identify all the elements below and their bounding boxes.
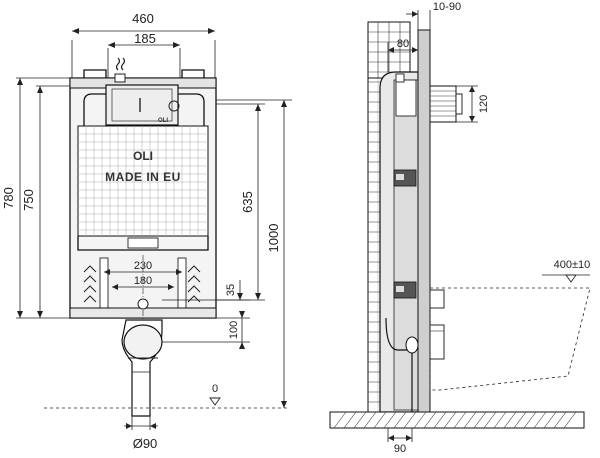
small-logo: OLI (158, 118, 168, 124)
flush-plate (429, 85, 457, 123)
floor (329, 411, 585, 429)
front-view: 460 185 (1, 11, 292, 451)
wc-bowl-outline (430, 287, 591, 391)
dim-750-label: 750 (21, 189, 36, 211)
dim-780-label: 780 (1, 187, 16, 209)
cistern-grid (77, 125, 209, 237)
made-in-eu-text: MADE IN EU (105, 170, 181, 184)
dim-460-label: 460 (132, 11, 154, 26)
dim-10-90-label: 10-90 (433, 1, 461, 13)
dim-120-label: 120 (478, 95, 490, 113)
dim-400-label: 400±10 (554, 259, 591, 271)
brand-logo: OLI (133, 149, 153, 163)
height-marker-icon (565, 274, 577, 283)
outlet-upper (429, 289, 445, 309)
level-marker-icon (209, 397, 221, 406)
dim-185-label: 185 (134, 31, 156, 46)
dim-80-label: 80 (397, 38, 409, 50)
flush-mechanism-box (105, 84, 179, 126)
dim-dia90-label: Ø90 (133, 436, 158, 451)
water-inlet-icon (114, 57, 126, 83)
dim-35-label: 35 (225, 284, 237, 296)
side-view: 400±10 10-90 (329, 1, 591, 455)
dim-635-label: 635 (240, 191, 255, 213)
level-0-label: 0 (212, 383, 218, 395)
outlet-lower (429, 324, 445, 360)
front-plate (417, 29, 431, 413)
chevron-pattern-left (83, 265, 97, 303)
dim-90-label: 90 (394, 443, 406, 455)
dim-1000-label: 1000 (266, 224, 281, 253)
dim-100-label: 100 (228, 321, 240, 339)
